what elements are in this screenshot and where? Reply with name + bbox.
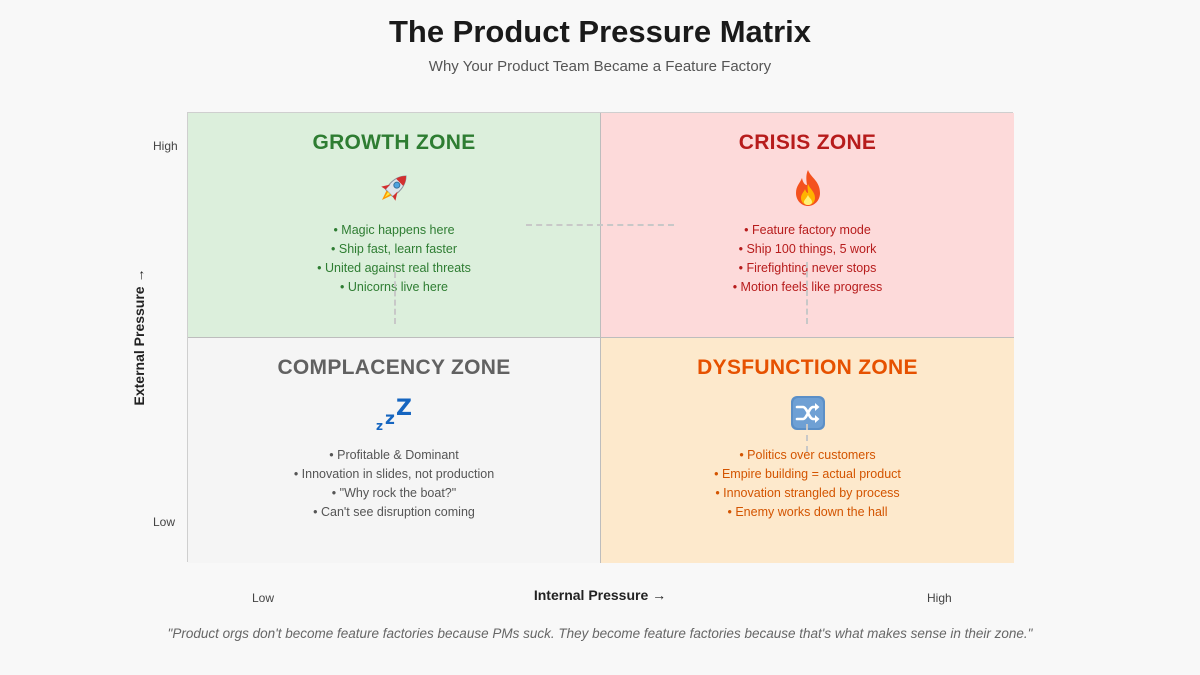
page-title: The Product Pressure Matrix — [388, 14, 812, 49]
complacency-zone-list: • Profitable & Dominant • Innovation in … — [188, 446, 600, 522]
complacency-zone-title: COMPLACENCY ZONE — [277, 356, 511, 379]
fire-icon — [601, 168, 1014, 208]
x-axis-low-label: Low — [252, 591, 275, 605]
crisis-zone-title: CRISIS ZONE — [738, 131, 877, 154]
list-item: • Can't see disruption coming — [313, 505, 475, 519]
page-subtitle: Why Your Product Team Became a Feature F… — [428, 58, 772, 75]
x-axis-high-label: High — [927, 591, 952, 605]
list-item: • Innovation strangled by process — [715, 486, 900, 500]
y-axis-low-label: Low — [153, 515, 176, 529]
pressure-matrix: GROWTH ZONE • Magic happens here — [187, 112, 1014, 563]
dysfunction-zone-list: • Politics over customers • Empire build… — [601, 446, 1014, 522]
svg-text:z: z — [385, 409, 395, 429]
list-item: • Profitable & Dominant — [329, 448, 459, 462]
complacency-zone-quadrant: COMPLACENCY ZONE z z Z • Profitable & Do… — [188, 338, 601, 563]
dysfunction-zone-title: DYSFUNCTION ZONE — [697, 356, 918, 379]
dashed-guide-line — [806, 424, 808, 452]
shuffle-icon — [601, 393, 1014, 433]
dashed-guide-line — [806, 262, 808, 324]
growth-zone-title: GROWTH ZONE — [312, 131, 476, 154]
list-item: • Empire building = actual product — [714, 467, 901, 481]
list-item: • Ship 100 things, 5 work — [738, 242, 877, 256]
svg-text:z: z — [376, 419, 383, 433]
list-item: • United against real threats — [317, 261, 471, 275]
rocket-icon — [188, 168, 600, 208]
list-item: • Innovation in slides, not production — [293, 467, 495, 481]
dashed-guide-line — [394, 272, 396, 324]
y-axis-high-label: High — [153, 139, 178, 153]
list-item: • Feature factory mode — [744, 223, 871, 237]
list-item: • Magic happens here — [333, 223, 455, 237]
zzz-icon: z z Z — [188, 393, 600, 433]
y-axis-title: External Pressure → — [131, 268, 147, 406]
list-item: • Politics over customers — [739, 448, 876, 462]
svg-text:Z: Z — [396, 396, 412, 421]
list-item: • Ship fast, learn faster — [331, 242, 457, 256]
list-item: • Enemy works down the hall — [727, 505, 888, 519]
growth-zone-list: • Magic happens here • Ship fast, learn … — [188, 221, 600, 297]
footer-quote: "Product orgs don't become feature facto… — [167, 626, 1033, 641]
dashed-guide-line — [526, 224, 674, 226]
x-axis-title: Internal Pressure → — [533, 587, 667, 603]
list-item: • "Why rock the boat?" — [331, 486, 457, 500]
